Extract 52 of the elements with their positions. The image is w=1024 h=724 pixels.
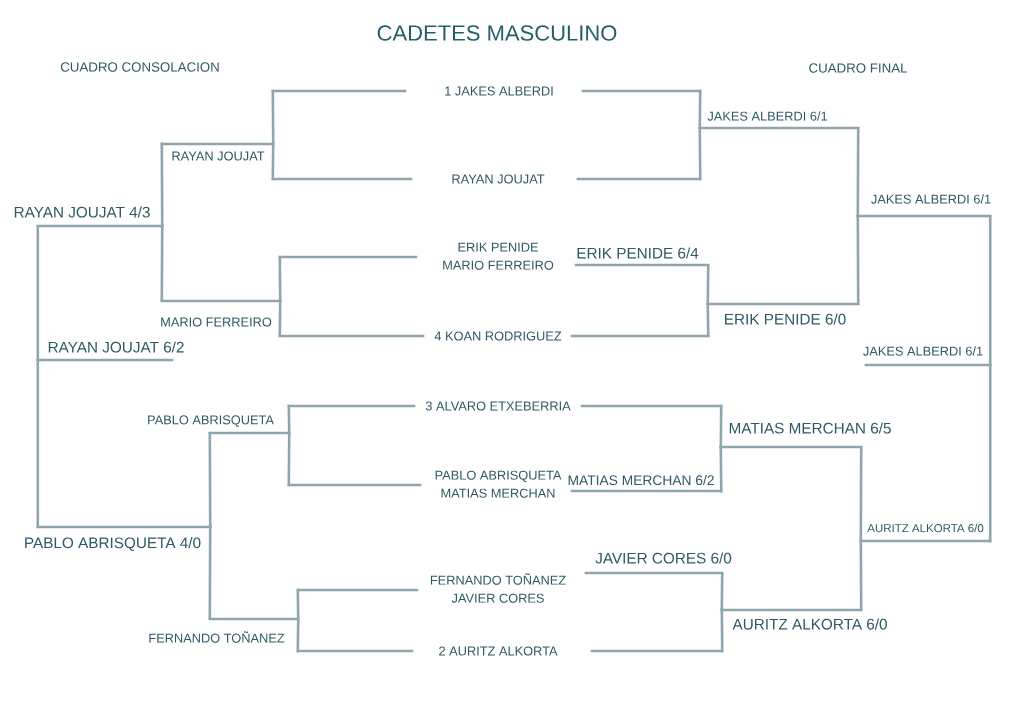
bracket-slot: RAYAN JOUJAT 6/2	[36, 341, 184, 362]
bracket-connector	[988, 214, 992, 367]
bracket-slot: RAYAN JOUJAT	[271, 174, 702, 184]
bracket-slot: RAYAN JOUJAT 4/3	[14, 206, 164, 228]
bracket-connector	[160, 224, 164, 303]
bracket-connector	[287, 431, 291, 487]
bracket-connector	[719, 445, 723, 493]
bracket-connector	[296, 617, 300, 653]
bracket-connector	[698, 126, 702, 181]
bracket-connector	[859, 539, 863, 612]
bracket-connector	[988, 363, 992, 543]
bracket-slot: JAKES ALBERDI 6/1	[856, 194, 992, 218]
bracket-slot: AURITZ ALKORTA 6/0	[720, 608, 887, 630]
bracket-slot: ERIK PENIDE MARIO FERREIRO	[278, 242, 554, 270]
bracket-connector	[859, 445, 863, 543]
bracket-slot: JAKES ALBERDI 6/1	[698, 111, 860, 130]
bracket-slot: PABLO ABRISQUETA 4/0	[25, 525, 212, 551]
bracket-connector	[287, 404, 291, 435]
bracket-slot: AURITZ ALKORTA 6/0	[859, 523, 992, 543]
bracket-slot: MARIO FERREIRO	[160, 299, 282, 327]
bracket-slot: FERNANDO TOÑANEZ	[149, 617, 300, 643]
bracket-connector	[698, 89, 702, 130]
bracket-connector	[160, 142, 164, 228]
bracket-connector	[278, 255, 282, 303]
bracket-connector	[36, 224, 40, 362]
bracket-slot: 1 JAKES ALBERDI	[271, 86, 702, 96]
bracket-connector	[856, 214, 860, 306]
bracket-slot: 4 KOAN RODRIGUEZ	[278, 331, 710, 341]
bracket-slot: MATIAS MERCHAN 6/2	[568, 474, 723, 493]
bracket-connector	[719, 404, 723, 449]
title: CADETES MASCULINO	[377, 25, 617, 41]
bracket-connector	[278, 299, 282, 338]
bracket-slot: 3 ALVARO ETXEBERRIA	[287, 401, 723, 411]
section-heading: CUADRO FINAL	[809, 63, 908, 73]
bracket-slot: MATIAS MERCHAN 6/5	[719, 422, 891, 449]
bracket-slot: PABLO ABRISQUETA MATIAS MERCHAN	[287, 470, 562, 498]
bracket-slot: RAYAN JOUJAT	[160, 142, 275, 161]
bracket-slot: JAVIER CORES 6/0	[584, 552, 732, 575]
bracket-connector	[856, 126, 860, 218]
bracket-slot: ERIK PENIDE 6/0	[706, 302, 860, 325]
bracket-connector	[208, 525, 212, 621]
bracket-slot: ERIK PENIDE 6/4	[574, 247, 710, 267]
bracket-connector	[720, 608, 724, 653]
section-heading: CUADRO CONSOLACION	[60, 62, 219, 72]
bracket-connector	[706, 302, 710, 338]
bracket-slot: FERNANDO TOÑANEZ JAVIER CORES	[296, 573, 566, 603]
bracket-slot: JAKES ALBERDI 6/1	[863, 346, 992, 367]
bracket-connector	[271, 89, 275, 146]
bracket-slot: 2 AURITZ ALKORTA	[296, 646, 724, 656]
bracket-connector	[271, 142, 275, 181]
bracket-slot: PABLO ABRISQUETA	[148, 415, 291, 435]
bracket-connector	[36, 358, 40, 529]
